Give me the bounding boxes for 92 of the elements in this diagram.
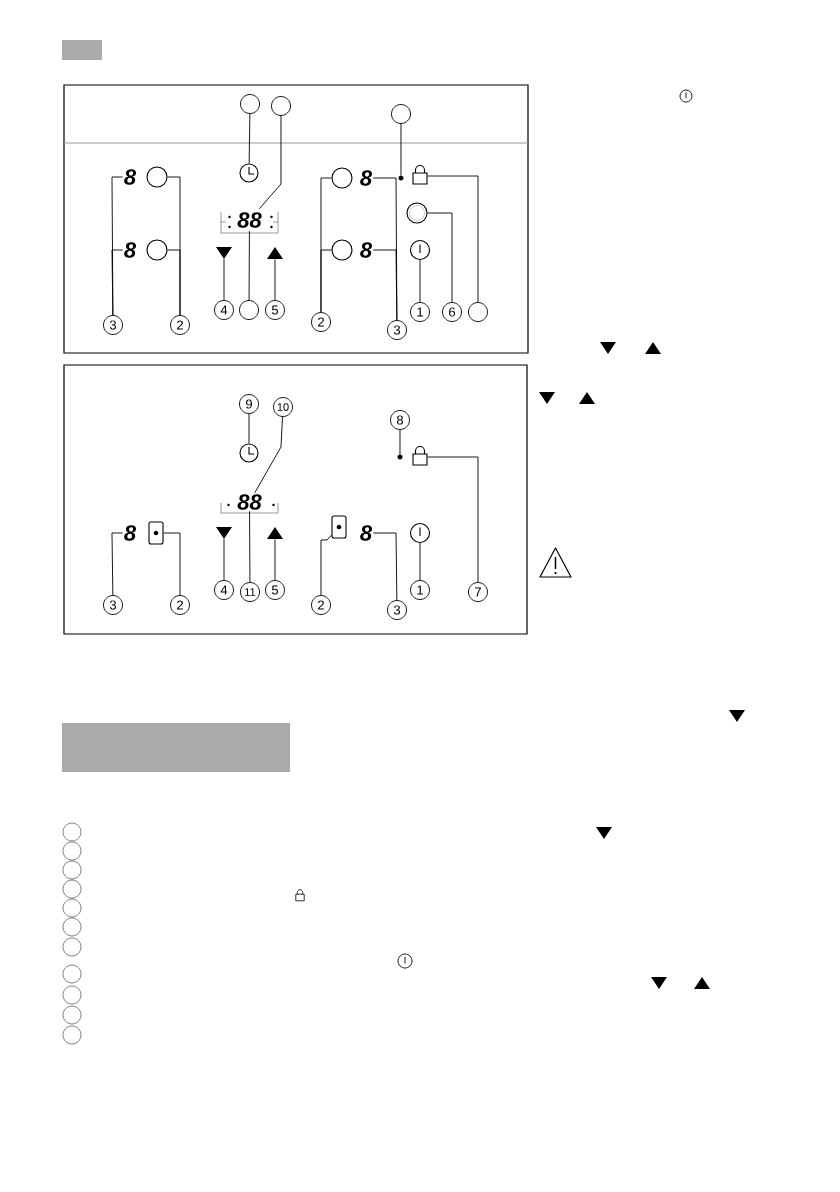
leader-line	[248, 230, 250, 301]
digit-display: 8	[360, 525, 373, 541]
lock-icon	[412, 445, 428, 466]
leader-line	[274, 258, 276, 301]
zone-button	[331, 515, 347, 539]
clock-icon	[239, 163, 259, 183]
callout-circle	[391, 104, 411, 124]
callout-circle	[62, 937, 82, 957]
heading-bar	[62, 40, 102, 60]
down-arrow-icon	[216, 527, 232, 539]
digit-display: 8	[360, 242, 373, 258]
leader-line	[248, 413, 250, 444]
callout-circle	[62, 841, 82, 861]
digit-display: 8	[360, 170, 373, 186]
ring-button	[406, 202, 428, 224]
leader-line	[111, 249, 124, 316]
callout-circle	[239, 300, 259, 320]
power-icon	[409, 239, 431, 261]
callout-number: 10	[273, 397, 293, 417]
digit-display: 88	[220, 494, 279, 514]
callout-number: 3	[103, 315, 123, 335]
leader-line	[111, 532, 124, 596]
callout-number: 3	[103, 595, 123, 615]
up-arrow-icon	[267, 527, 283, 539]
callout-number: 2	[311, 312, 331, 332]
callout-circle	[62, 1005, 82, 1025]
digit-display: 8	[124, 525, 137, 541]
leader-line	[111, 176, 124, 316]
callout-circle	[62, 985, 82, 1005]
leader-line	[400, 123, 402, 176]
leader-line	[419, 259, 421, 303]
leader-line	[320, 534, 332, 596]
leader-line	[274, 538, 276, 581]
callout-circle	[62, 860, 82, 880]
callout-number: 1	[410, 580, 430, 600]
zone-button	[148, 521, 164, 545]
callout-number: 11	[240, 582, 260, 602]
callout-number: 7	[468, 582, 488, 602]
leader-line	[223, 258, 225, 301]
callout-circle	[62, 917, 82, 937]
leader-line	[254, 416, 283, 494]
leader-line	[163, 532, 181, 596]
callout-number: 3	[387, 600, 407, 620]
leader-line	[258, 115, 282, 210]
callout-circle	[62, 964, 82, 984]
leader-line	[167, 249, 181, 316]
callout-number: 6	[442, 302, 462, 322]
leader-line	[399, 429, 401, 455]
zone-button	[146, 166, 168, 188]
leader-line	[249, 510, 251, 583]
leader-line	[427, 212, 453, 303]
callout-number: 4	[214, 300, 234, 320]
callout-number: 2	[170, 595, 190, 615]
zone-button	[331, 167, 353, 189]
leader-line	[372, 249, 398, 321]
digit-display: 88	[220, 211, 279, 234]
callout-circle	[62, 1025, 82, 1045]
callout-number: 5	[265, 300, 285, 320]
callout-circle	[271, 96, 291, 116]
leader-line	[248, 113, 251, 164]
leader-line	[223, 538, 225, 581]
zone-button	[146, 239, 168, 261]
callout-number: 1	[410, 302, 430, 322]
power-icon	[409, 522, 431, 544]
callout-number: 3	[387, 320, 407, 340]
leader-line	[427, 456, 479, 583]
down-arrow-icon	[216, 247, 232, 259]
callout-number: 4	[214, 580, 234, 600]
callout-number: 2	[170, 315, 190, 335]
leader-line	[419, 542, 421, 581]
clock-icon	[239, 443, 259, 463]
callout-number: 8	[390, 410, 410, 430]
digit-display: 8	[124, 242, 137, 258]
lock-icon	[412, 164, 428, 185]
leader-line	[320, 249, 332, 313]
node-label: 88	[237, 494, 262, 510]
callout-number: 5	[265, 580, 285, 600]
digit-display: 8	[124, 169, 137, 185]
callout-circle	[240, 94, 260, 114]
callout-circle	[62, 822, 82, 842]
leader-line	[372, 177, 398, 321]
callout-circle	[62, 879, 82, 899]
heading-bar	[62, 723, 290, 772]
leader-line	[427, 175, 479, 303]
leader-line	[372, 532, 398, 601]
callout-number: 2	[311, 595, 331, 615]
callout-number: 9	[239, 394, 259, 414]
up-arrow-icon	[267, 247, 283, 259]
callout-circle	[62, 898, 82, 918]
zone-button	[331, 239, 353, 261]
callout-circle	[468, 302, 488, 322]
node-label: 88	[237, 212, 262, 228]
